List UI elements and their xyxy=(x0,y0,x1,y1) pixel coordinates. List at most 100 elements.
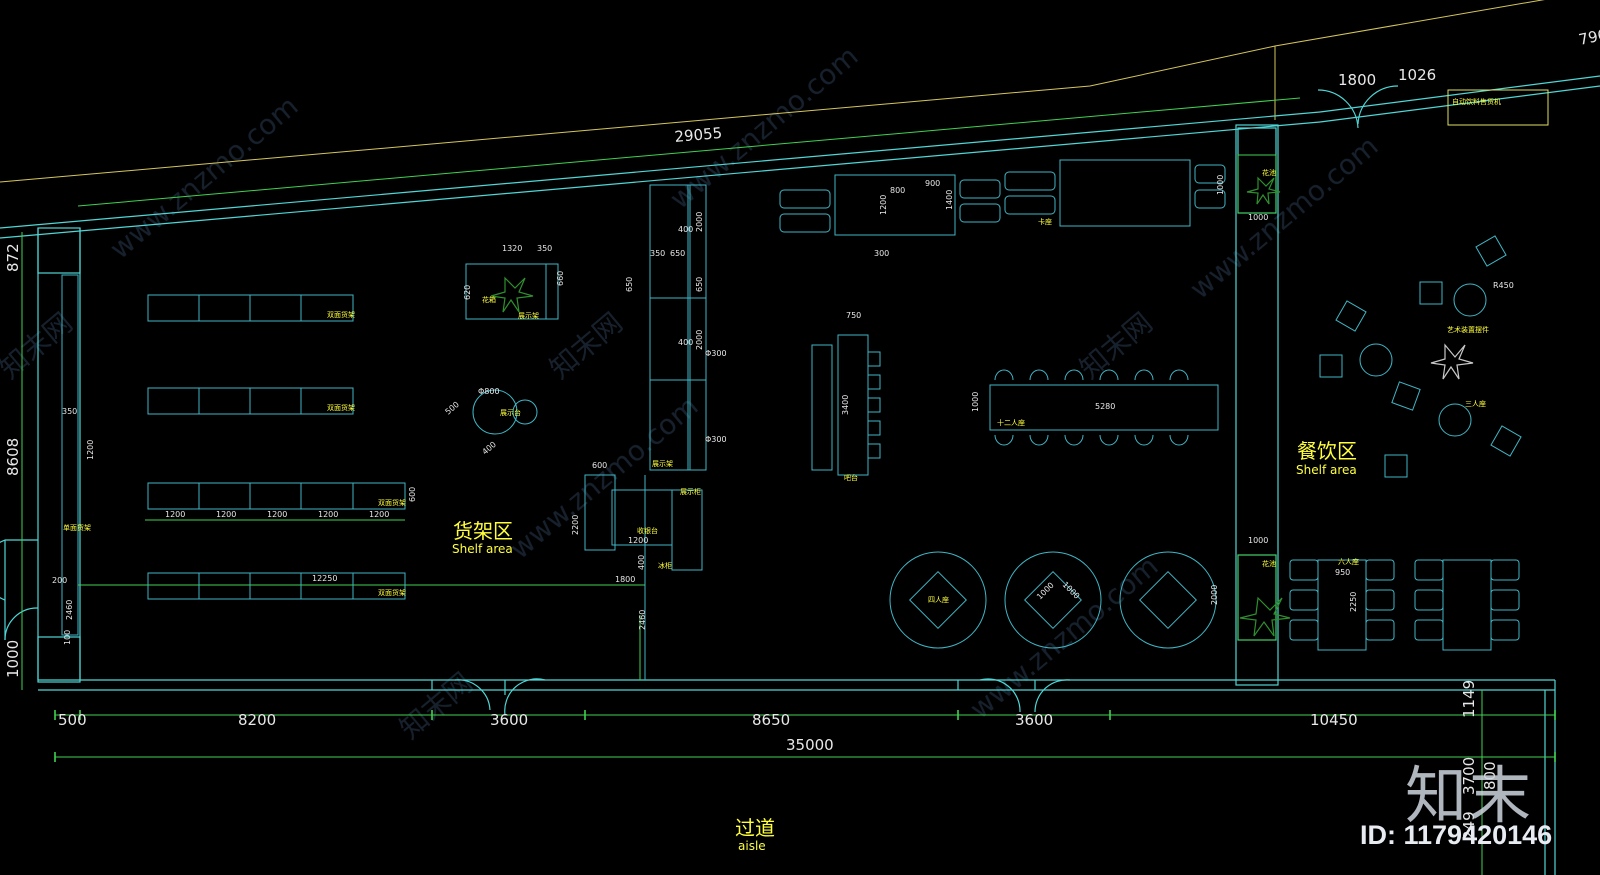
watermark-site-1: www.znzmo.com xyxy=(103,89,304,265)
dim-door-gap: 200 xyxy=(52,576,67,585)
dim-table-1000: 1000 xyxy=(971,392,980,412)
dim-round-r2: 400 xyxy=(481,440,498,457)
furniture-labels: 双面货架 双面货架 双面货架 双面货架 单面货架 展示台 花箱 展示架 展示架 … xyxy=(63,97,1501,604)
dim-right-2: 3700 xyxy=(1460,757,1478,795)
dimension-numbers: 29055 796 1800 1026 500 8200 3600 8650 3… xyxy=(4,25,1600,840)
label-four-seat: 四人座 xyxy=(928,595,949,604)
dining-area-title-en: Shelf area xyxy=(1296,463,1357,477)
dim-round-d: Φ800 xyxy=(478,387,500,396)
dim-seg-3: 3600 xyxy=(490,711,528,729)
dim-cash-2200: 2200 xyxy=(571,515,580,535)
chairs xyxy=(779,164,1520,641)
watermark-cn-1: 知末网 xyxy=(0,306,79,385)
dimension-ticks xyxy=(54,710,1556,762)
dim-seg-5: 3600 xyxy=(1015,711,1053,729)
dim-flowerbox-h2: 620 xyxy=(463,285,472,300)
label-double-shelf-3: 双面货架 xyxy=(378,498,406,507)
dim-cash-400: 400 xyxy=(637,555,646,570)
dim-cash-600: 600 xyxy=(592,461,607,470)
dim-total: 35000 xyxy=(786,736,834,754)
dim-flowerbox-h: 660 xyxy=(556,271,565,286)
dining-area-title-cn: 餐饮区 xyxy=(1297,439,1357,463)
dim-flowerbox-w: 1320 xyxy=(502,244,522,253)
shelf-area-title-cn: 货架区 xyxy=(453,519,513,543)
dim-door-side: 1026 xyxy=(1398,66,1436,84)
dim-six-2250: 2250 xyxy=(1349,592,1358,612)
dim-booth-300: 300 xyxy=(874,249,889,258)
dim-plant-2000: 2000 xyxy=(1210,585,1219,605)
label-plant-1: 花池 xyxy=(1262,168,1276,177)
dim-shelf-unit-2: 1200 xyxy=(216,510,236,519)
aisle-title-en: aisle xyxy=(738,839,766,853)
dim-six-950: 950 xyxy=(1335,568,1350,577)
dim-col-2000a: 2000 xyxy=(695,212,704,232)
watermark-cn-2: 知末网 xyxy=(543,306,629,385)
dimension-lines xyxy=(21,97,1555,875)
dim-shelf-unit-3: 1200 xyxy=(267,510,287,519)
area-titles: 货架区 Shelf area 餐饮区 Shelf area 过道 aisle xyxy=(452,439,1357,853)
dim-side-height: 1200 xyxy=(86,440,95,460)
label-glass-case: 展示柜 xyxy=(680,487,701,496)
dim-left-height: 8608 xyxy=(4,438,22,476)
dim-door-height: 2460 xyxy=(65,600,74,620)
dim-col-650a: 650 xyxy=(625,277,634,292)
dim-col-350: 350 xyxy=(650,249,665,258)
dim-wall-length: 29055 xyxy=(674,124,723,146)
dim-shelf-unit-1: 1200 xyxy=(165,510,185,519)
dim-seg-6: 10450 xyxy=(1310,711,1358,729)
dim-cash-1800: 1800 xyxy=(615,575,635,584)
property-line xyxy=(0,0,1545,183)
dim-long-shelf: 12250 xyxy=(312,574,337,583)
round-tables xyxy=(472,235,1522,649)
aisle-title-cn: 过道 xyxy=(735,816,775,840)
small-dimensions: 200 2460 100 350 1200 1200 1200 1200 120… xyxy=(52,175,1514,645)
label-display-shelf-1: 展示架 xyxy=(518,312,539,320)
dim-flowerbox-gap: 350 xyxy=(537,244,552,253)
label-double-shelf-2: 双面货架 xyxy=(327,403,355,412)
dim-wall-gap: 100 xyxy=(63,630,72,645)
dim-shelf-unit-4: 1200 xyxy=(318,510,338,519)
dim-col-400a: 400 xyxy=(678,225,693,234)
dim-cash-1200: 1200 xyxy=(628,536,648,545)
dim-round-r: 500 xyxy=(444,400,461,417)
dim-booth-800: 800 xyxy=(890,186,905,195)
dim-booth-900: 900 xyxy=(925,179,940,188)
dim-side-gap: 350 xyxy=(62,407,77,416)
label-display-table: 展示台 xyxy=(500,408,521,417)
watermark-site-2: www.znzmo.com xyxy=(503,389,704,565)
dim-cash-2460: 2460 xyxy=(638,610,647,630)
watermark-site-3: www.znzmo.com xyxy=(963,549,1164,725)
label-display-shelf-2: 展示架 xyxy=(652,460,673,468)
watermark-logo: 知末 xyxy=(1405,759,1534,832)
dim-phi300a: Φ300 xyxy=(705,349,727,358)
label-drink-machine: 自动饮料售货机 xyxy=(1452,97,1501,106)
dim-booth-1200: 1200 xyxy=(879,195,888,215)
dim-plant-1000c: 1000 xyxy=(1248,536,1268,545)
site-watermark: www.znzmo.com www.znzmo.com www.znzmo.co… xyxy=(0,39,1384,745)
dim-seg-2: 8200 xyxy=(238,711,276,729)
dim-seg-4: 8650 xyxy=(752,711,790,729)
dim-round4-1000b: 1000 xyxy=(1061,580,1082,601)
plants xyxy=(490,176,1474,637)
dim-col-650-top: 650 xyxy=(670,249,685,258)
dim-bar-3400: 3400 xyxy=(841,395,850,415)
dim-round4-1000a: 1000 xyxy=(1035,581,1056,602)
dim-col-400b: 400 xyxy=(678,338,693,347)
dim-table-5280: 5280 xyxy=(1095,402,1115,411)
dim-right-3: 800 xyxy=(1481,761,1499,790)
dim-shelf-unit-5: 1200 xyxy=(369,510,389,519)
label-wall-shelf: 单面货架 xyxy=(63,523,91,532)
watermark-site-4: www.znzmo.com xyxy=(1183,129,1384,305)
label-twelve-seat: 十二人座 xyxy=(997,418,1025,427)
dim-bar-750: 750 xyxy=(846,311,861,320)
watermark-id: ID: 1179420146 xyxy=(1360,820,1553,850)
label-three-seat: 三人座 xyxy=(1465,399,1486,408)
label-plant-2: 花池 xyxy=(1262,559,1276,568)
shelf-area-title-en: Shelf area xyxy=(452,542,513,556)
dim-col-2000b: 2000 xyxy=(695,330,704,350)
dim-left-top: 872 xyxy=(4,243,22,272)
dim-plant-1000a: 1000 xyxy=(1216,175,1225,195)
label-six-seat: 六人座 xyxy=(1338,557,1359,566)
label-card-seat: 卡座 xyxy=(1038,217,1052,226)
